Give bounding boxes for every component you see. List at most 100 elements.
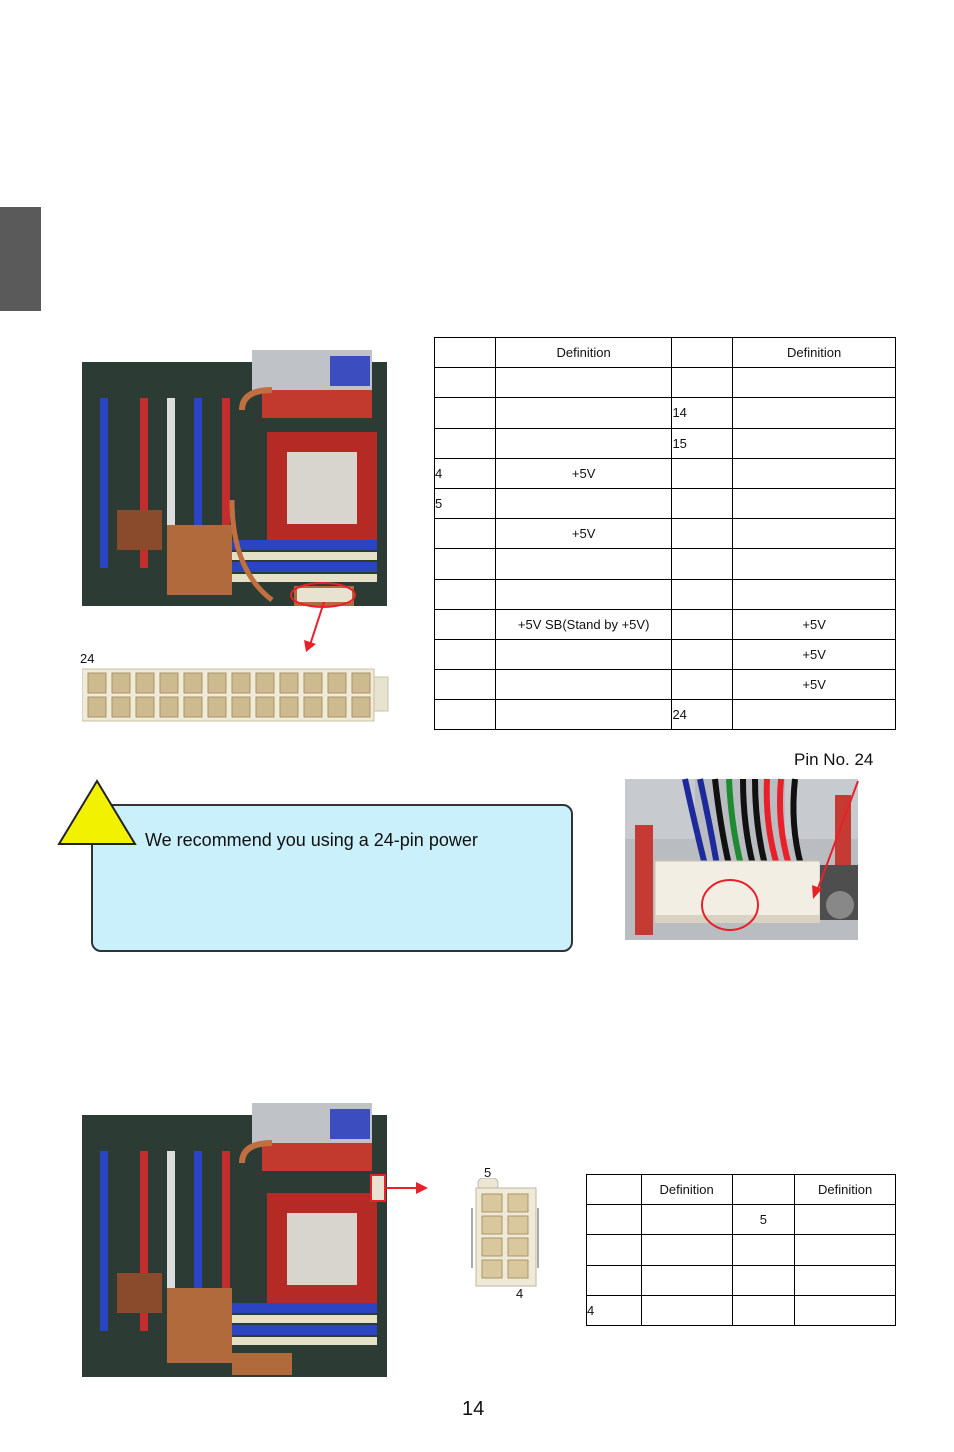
table-cell [731,1264,796,1296]
table-cell: +5V [732,638,896,671]
table-cell [494,638,673,671]
warning-icon [57,779,137,845]
table-cell: 4 [434,457,496,489]
table-cell [640,1294,733,1326]
table-cell [434,669,496,701]
table-cell [671,548,734,580]
table-cell [640,1234,733,1266]
table-cell [586,1264,642,1296]
table-cell [732,427,896,459]
table-cell [434,699,496,731]
table-row: +5V [434,518,896,550]
table-row [586,1264,896,1296]
note-box [91,804,573,952]
table-cell [671,669,734,701]
table-cell [434,397,496,429]
table-row: +5V [434,638,896,671]
page-number: 14 [462,1398,485,1420]
table-cell [731,1294,796,1326]
table-cell [494,427,673,459]
table-row: 5 [586,1204,896,1236]
connector-24pin-label: 24 [80,651,95,666]
atx-24pin-table: Definition Definition 14 15 4+5V 5 +5V +… [434,336,896,731]
pin24-label: Pin No. 24 [794,750,874,769]
motherboard-image-bottom [82,1103,387,1377]
table-cell [494,367,673,399]
table-row [434,367,896,399]
motherboard-image-top [82,350,387,608]
table-row: +5V SB(Stand by +5V) +5V [434,608,896,640]
table-row: 4+5V [434,457,896,489]
table-row: 5 [434,487,896,520]
connector-photo [625,778,859,940]
table-row: 4 [586,1294,896,1326]
table-cell [794,1294,896,1326]
table-cell [494,487,673,520]
table-cell: 4 [586,1294,642,1326]
table-cell [794,1234,896,1266]
connector-24pin-diagram [82,668,389,722]
table-cell [732,548,896,580]
connector-8pin-label-bottom: 4 [516,1286,524,1301]
table-row: 14 [434,397,896,429]
table-cell [732,699,896,731]
table-cell [434,427,496,459]
table-cell [671,487,734,520]
table-cell: 14 [671,397,734,429]
table-cell [434,638,496,671]
table-cell: +5V SB(Stand by +5V) [494,608,673,640]
table-cell [434,518,496,550]
table-cell [794,1264,896,1296]
table-row: 24 [434,699,896,731]
atx-8pin-table: Definition Definition 5 4 [586,1173,896,1326]
table-cell [732,578,896,610]
table-header-row: Definition Definition [434,336,896,369]
table-cell [671,367,734,399]
table-cell: Definition [732,336,896,369]
table-row: 15 [434,427,896,459]
table-row [434,578,896,610]
table-cell [494,548,673,580]
table-cell [732,487,896,520]
callout-arrow-24pin [304,601,325,652]
table-cell [434,367,496,399]
chapter-side-tab [0,207,41,311]
table-cell [586,1204,642,1236]
table-cell [731,1173,796,1206]
table-cell: +5V [732,608,896,640]
table-cell: Definition [640,1173,733,1206]
table-row [586,1234,896,1266]
table-cell: Definition [494,336,673,369]
table-cell [732,397,896,429]
table-cell [671,457,734,489]
table-cell: +5V [494,457,673,489]
table-cell [671,578,734,610]
table-cell [671,336,734,369]
table-cell [732,367,896,399]
table-cell [494,397,673,429]
table-cell: 15 [671,427,734,459]
table-cell: 5 [731,1204,796,1236]
table-cell: +5V [732,669,896,701]
table-cell: 24 [671,699,734,731]
table-cell [731,1234,796,1266]
table-cell [586,1173,642,1206]
table-cell [494,699,673,731]
table-cell [434,608,496,640]
table-cell: 5 [434,487,496,520]
table-cell [434,548,496,580]
table-row [434,548,896,580]
table-row: +5V [434,669,896,701]
table-header-row: Definition Definition [586,1173,896,1206]
connector-8pin-label-top: 5 [484,1165,492,1180]
table-cell [794,1204,896,1236]
table-cell [732,457,896,489]
note-text: We recommend you using a 24-pin power [145,830,478,850]
table-cell [732,518,896,550]
table-cell [671,608,734,640]
table-cell [640,1204,733,1236]
table-cell: +5V [494,518,673,550]
callout-arrow-8pin [386,1182,428,1194]
table-cell [671,638,734,671]
table-cell [434,336,496,369]
